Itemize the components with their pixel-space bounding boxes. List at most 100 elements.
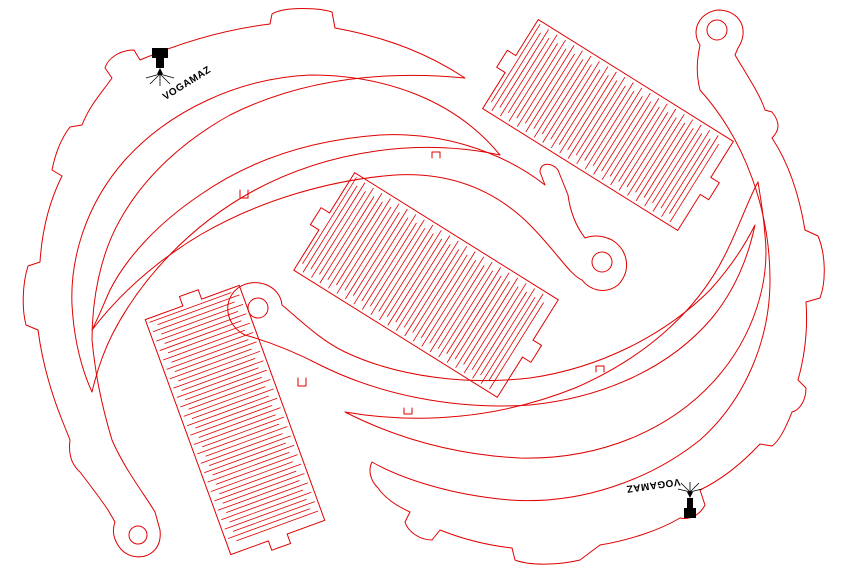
hinge-slit (173, 358, 256, 389)
hinge-slit (635, 122, 686, 202)
hinge-slit (157, 294, 240, 326)
hinge-panel-center (293, 171, 559, 399)
vogamaz-logo-bottom-right: VOGAMAZ (625, 476, 703, 518)
hinge-slit (576, 85, 626, 165)
hinge-slit (311, 190, 366, 278)
hinge-slit (217, 480, 300, 511)
hinge-slit (533, 59, 584, 138)
hinge-panel-outline (144, 284, 326, 556)
band-notch (403, 407, 413, 415)
hinge-slit (669, 135, 719, 214)
hinge-slit (236, 510, 319, 542)
hinge-slit (302, 185, 358, 273)
hinge-slit (202, 416, 285, 448)
blade-right (344, 181, 767, 459)
hinge-slit (550, 61, 600, 140)
hinge-slit (205, 426, 288, 457)
hinge-slit (224, 498, 307, 530)
hinge-slit (661, 138, 711, 218)
hinge-slit (610, 106, 660, 186)
hinge-slit (222, 473, 305, 504)
band-eye-hole (591, 251, 613, 273)
hinge-slit (204, 442, 287, 474)
living-hinge-panels (144, 18, 735, 556)
hinge-slit (429, 256, 485, 344)
hinge-slit (191, 388, 274, 420)
hinge-slit (352, 208, 408, 296)
hinge-slit (169, 348, 252, 380)
hinge-slit (525, 53, 575, 133)
hinge-slit (328, 201, 383, 289)
hinge-slit (161, 303, 244, 335)
ring-eye-hole-top (706, 19, 728, 41)
hinge-slit (558, 66, 609, 145)
laser-head-icon (677, 482, 703, 518)
hinge-slit (361, 214, 417, 302)
hinge-slit (635, 114, 685, 193)
hinge-panel-bottom-left (144, 284, 326, 556)
hinge-slit (198, 407, 281, 438)
hinge-slit (195, 397, 278, 429)
hinge-slit (344, 203, 400, 291)
hinge-slit (567, 71, 617, 151)
hinge-slit (601, 101, 652, 180)
hinge-slit (156, 311, 239, 342)
hinge-slit (403, 240, 459, 328)
hinge-slit (184, 369, 267, 401)
hinge-slit (227, 508, 311, 539)
hinge-slit (319, 196, 375, 284)
hinge-slit (362, 222, 417, 310)
hinge-slit (652, 124, 702, 204)
hinge-slit (472, 291, 527, 379)
hinge-slit (386, 230, 442, 318)
hinge-slit (533, 50, 583, 129)
hinge-slit (500, 37, 550, 117)
hinge-slit (438, 270, 494, 358)
hinge-slit (186, 395, 269, 427)
hinge-slit (516, 39, 566, 119)
hinge-slit (208, 435, 291, 467)
hinge-slit (491, 32, 541, 112)
band-notch (297, 377, 307, 387)
lower-band (227, 224, 756, 407)
hinge-slit (207, 451, 290, 483)
hinge-slit (592, 87, 643, 167)
lower-band-eye-hole (247, 297, 269, 319)
hinge-slit (507, 34, 558, 114)
hinge-slit (584, 82, 634, 161)
hinge-slit (644, 127, 694, 207)
band-notch (595, 365, 605, 373)
hinge-slit (193, 414, 276, 445)
hinge-slit (181, 360, 264, 391)
hinge-slit (180, 376, 263, 408)
ring-eye-hole-bottom (128, 525, 148, 545)
hinge-slit (353, 217, 409, 305)
hinge-slit (567, 80, 618, 159)
hinge-slit (412, 245, 468, 333)
hinge-slit (183, 386, 266, 417)
hinge-slit (463, 286, 519, 374)
hinge-slit (421, 259, 477, 347)
hinge-slit (575, 76, 626, 156)
hinge-slit (609, 98, 660, 177)
hinge-slit (327, 192, 383, 280)
hinge-slit (541, 55, 592, 135)
hinge-slit (188, 379, 271, 410)
hinge-slit (171, 332, 254, 363)
hinge-slit (669, 143, 720, 223)
hinge-slit (652, 133, 703, 212)
hinge-slit (627, 117, 677, 196)
hinge-slit (345, 212, 400, 300)
hinge-slit (178, 350, 261, 382)
hinge-slit (660, 129, 711, 209)
hinge-slit (454, 272, 510, 360)
hinge-panel-top-right (481, 18, 735, 232)
hinge-panel-outline (293, 171, 559, 399)
hinge-slit (420, 251, 476, 339)
logo-brand-text: VOGAMAZ (161, 65, 213, 103)
hinge-slit (166, 339, 249, 370)
ring-arc-right-outer (369, 9, 825, 565)
hinge-slit (226, 482, 309, 513)
hinge-slit (601, 92, 651, 172)
